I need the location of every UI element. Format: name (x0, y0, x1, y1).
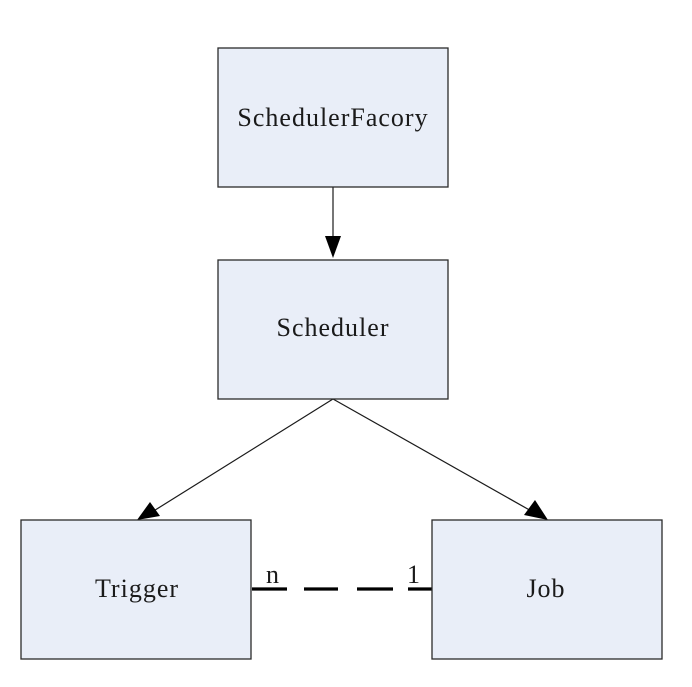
trigger-multiplicity-label: n (266, 560, 279, 589)
edge-scheduler-to-trigger (137, 398, 334, 520)
edge-factory-to-scheduler (325, 187, 341, 258)
node-scheduler-label: Scheduler (277, 313, 390, 342)
arrowhead-trigger (137, 502, 160, 520)
node-scheduler-factory-label: SchedulerFacory (237, 103, 428, 132)
node-trigger-label: Trigger (95, 574, 179, 603)
arrowhead-scheduler (325, 236, 341, 258)
arrowhead-job (524, 500, 548, 520)
node-trigger[interactable]: Trigger (20, 519, 252, 660)
node-job[interactable]: Job (431, 519, 663, 660)
node-scheduler[interactable]: Scheduler (217, 259, 449, 400)
edge-scheduler-to-job (332, 398, 548, 520)
node-job-label: Job (526, 574, 565, 603)
association-trigger-job: n 1 (252, 560, 432, 591)
job-multiplicity-label: 1 (407, 560, 420, 589)
node-scheduler-factory[interactable]: SchedulerFacory (217, 47, 449, 188)
